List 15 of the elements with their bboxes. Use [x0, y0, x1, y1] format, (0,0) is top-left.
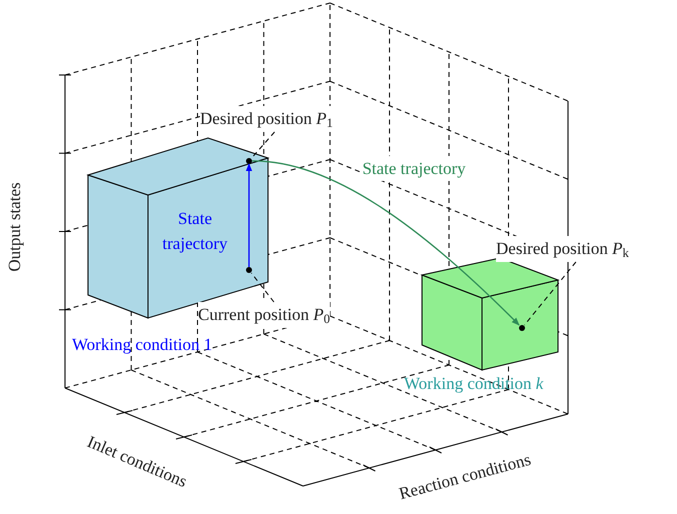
- leader-line: [524, 262, 576, 326]
- position-label: Desired position P$_{1}$: [200, 106, 333, 132]
- position-label: Desired position P$_{k}$: [496, 236, 629, 262]
- condition-label: Working condition 1: [72, 334, 212, 356]
- edge-label: State trajectory: [362, 156, 466, 181]
- arrow: [246, 163, 252, 267]
- cube: [420, 256, 560, 372]
- axis-label: Output states: [4, 181, 25, 274]
- axis-label: Reaction conditions: [396, 448, 534, 506]
- leader-line: [250, 272, 274, 302]
- condition-label: Working condition k: [404, 373, 544, 395]
- leader-line: [251, 132, 276, 158]
- cube-text: State trajectory: [161, 208, 229, 255]
- position-label: Current position P$_{0}$: [198, 302, 330, 328]
- arrow: [252, 160, 520, 326]
